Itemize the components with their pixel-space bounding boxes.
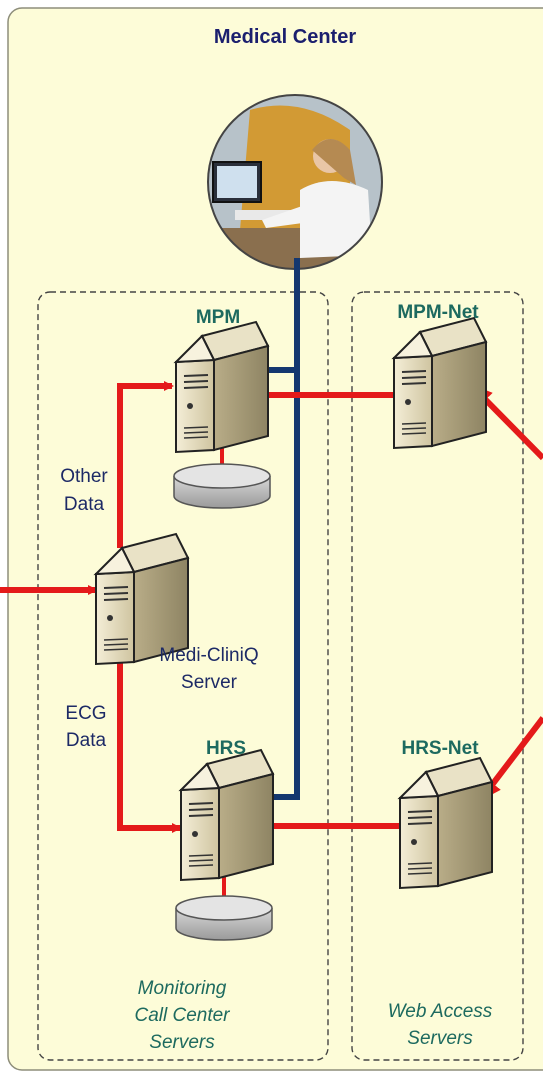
hrs-net-label: HRS-Net xyxy=(401,738,479,759)
operator-photo xyxy=(207,94,383,270)
mpm-storage-disk xyxy=(173,463,271,509)
ecg-data-arrow xyxy=(117,640,182,833)
medical-center-title: Medical Center xyxy=(214,26,356,48)
web-access-caption-line2: Servers xyxy=(407,1028,473,1049)
hrs-storage-disk xyxy=(175,895,273,941)
web-access-group-box xyxy=(351,291,524,1061)
other-data-label-line2: Data xyxy=(64,494,105,515)
web-access-caption-line1: Web Access xyxy=(388,1001,493,1022)
hrs-label: HRS xyxy=(206,738,246,759)
mediclinq-label-line1: Medi-CliniQ xyxy=(159,645,258,666)
monitoring-caption-line3: Servers xyxy=(149,1032,215,1053)
monitoring-caption-line2: Call Center xyxy=(134,1005,230,1026)
other-data-label-line1: Other xyxy=(60,466,108,487)
monitoring-group-box xyxy=(37,291,329,1061)
mpm-label: MPM xyxy=(196,307,240,328)
ecg-data-label-line1: ECG xyxy=(65,703,106,724)
ecg-data-label-line2: Data xyxy=(66,730,107,751)
mediclinq-label-line2: Server xyxy=(181,672,238,693)
monitoring-caption-line1: Monitoring xyxy=(138,978,227,999)
other-data-arrow xyxy=(117,381,174,548)
mpm-net-label: MPM-Net xyxy=(397,302,479,323)
